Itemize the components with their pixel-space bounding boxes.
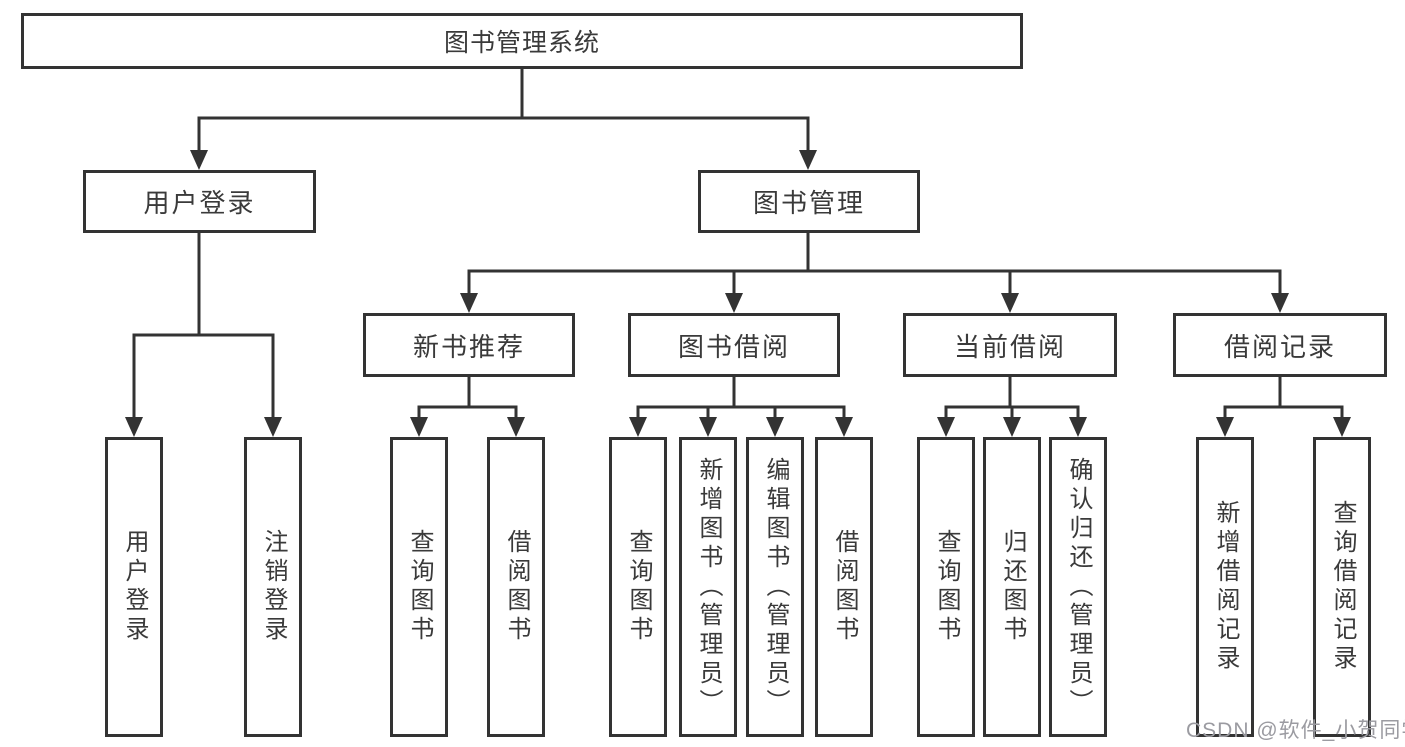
leaf-borrow-books-label: 借阅图书 — [831, 529, 858, 645]
node-current-borrowing: 当前借阅 — [903, 313, 1117, 377]
csdn-watermark: CSDN @软件_小贺同学 — [1186, 719, 1405, 742]
node-user-login: 用户登录 — [83, 170, 316, 233]
leaf-query-books-borrow: 查询图书 — [609, 437, 667, 737]
leaf-edit-book-admin: 编辑图书（管理员） — [746, 437, 804, 737]
leaf-user-login-label: 用户登录 — [121, 529, 148, 645]
leaf-user-login: 用户登录 — [105, 437, 163, 737]
leaf-add-borrow-record-label: 新增借阅记录 — [1212, 500, 1239, 674]
leaf-return-book: 归还图书 — [983, 437, 1041, 737]
leaf-logout: 注销登录 — [244, 437, 302, 737]
node-new-book-recommend: 新书推荐 — [363, 313, 575, 377]
node-book-borrowing: 图书借阅 — [628, 313, 840, 377]
leaf-query-borrow-record-label: 查询借阅记录 — [1329, 500, 1356, 674]
leaf-return-book-label: 归还图书 — [999, 529, 1026, 645]
leaf-query-books-recommend-label: 查询图书 — [406, 529, 433, 645]
node-library-system: 图书管理系统 — [21, 13, 1023, 69]
node-book-management: 图书管理 — [698, 170, 920, 233]
leaf-confirm-return-admin-label: 确认归还（管理员） — [1065, 456, 1092, 718]
leaf-confirm-return-admin: 确认归还（管理员） — [1049, 437, 1107, 737]
leaf-query-books-current-label: 查询图书 — [933, 529, 960, 645]
leaf-logout-label: 注销登录 — [260, 529, 287, 645]
leaf-query-books-recommend: 查询图书 — [390, 437, 448, 737]
leaf-add-book-admin: 新增图书（管理员） — [679, 437, 737, 737]
leaf-add-book-admin-label: 新增图书（管理员） — [695, 456, 722, 718]
leaf-borrow-books: 借阅图书 — [815, 437, 873, 737]
leaf-edit-book-admin-label: 编辑图书（管理员） — [762, 456, 789, 718]
leaf-query-borrow-record: 查询借阅记录 — [1313, 437, 1371, 737]
leaf-query-books-borrow-label: 查询图书 — [625, 529, 652, 645]
leaf-borrow-books-recommend: 借阅图书 — [487, 437, 545, 737]
leaf-borrow-books-recommend-label: 借阅图书 — [503, 529, 530, 645]
node-borrowing-records: 借阅记录 — [1173, 313, 1387, 377]
leaf-add-borrow-record: 新增借阅记录 — [1196, 437, 1254, 737]
leaf-query-books-current: 查询图书 — [917, 437, 975, 737]
